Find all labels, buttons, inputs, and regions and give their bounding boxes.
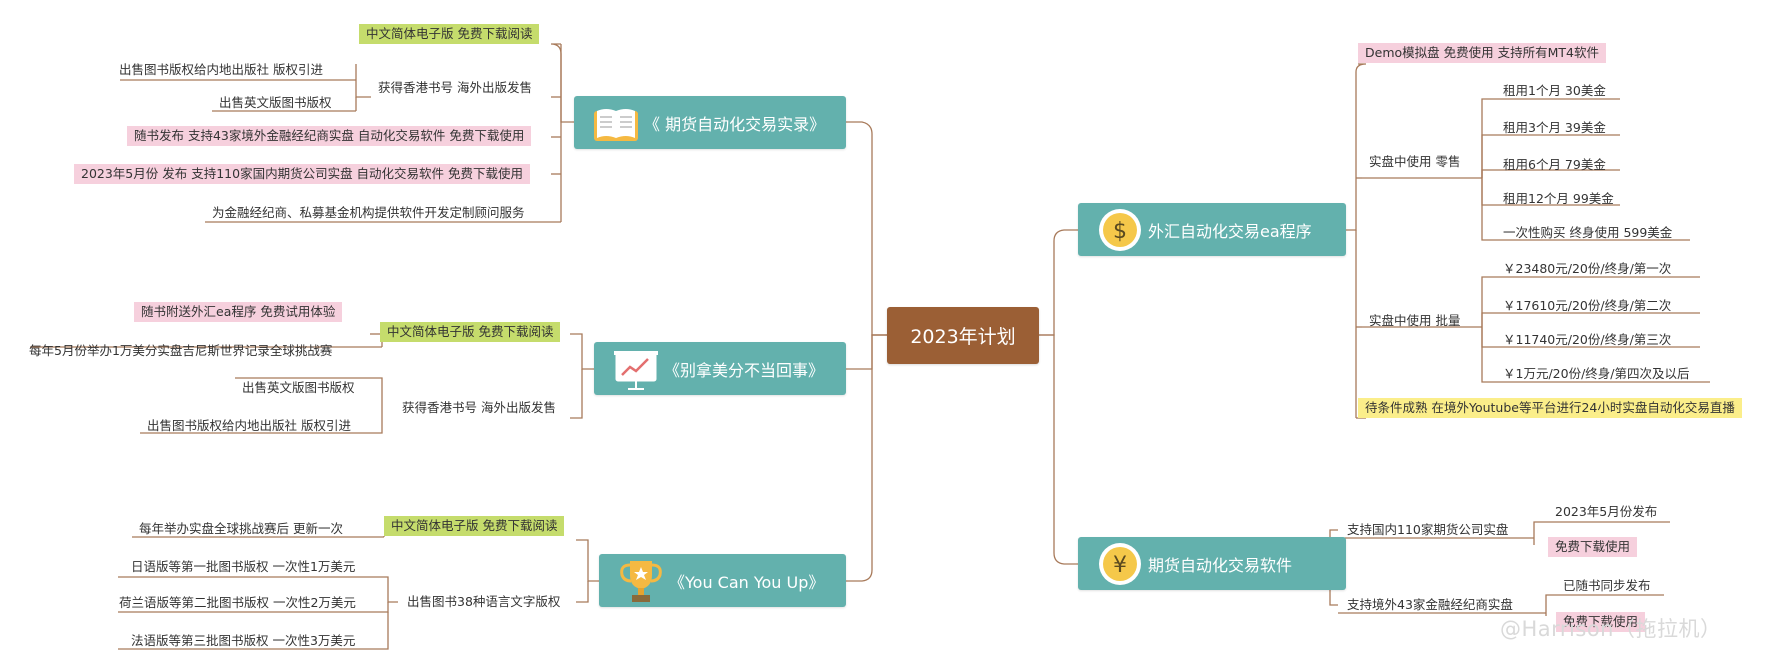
- futures-o2[interactable]: 免费下载使用: [1556, 612, 1646, 632]
- forex-demo[interactable]: Demo模拟盘 免费使用 支持所有MT4软件: [1358, 43, 1606, 63]
- forex-b1[interactable]: ￥23480元/20份/终身/第一次: [1503, 261, 1672, 276]
- forex-b3[interactable]: ￥11740元/20份/终身/第三次: [1503, 332, 1672, 347]
- forex-b2[interactable]: ￥17610元/20份/终身/第二次: [1503, 298, 1672, 313]
- presentation-chart-icon: [612, 345, 660, 393]
- connector-root-book1: [846, 121, 887, 336]
- book3-lang2[interactable]: 荷兰语版等第二批图书版权 一次性2万美元: [119, 595, 356, 610]
- book1-consult[interactable]: 为金融经纪商、私募基金机构提供软件开发定制顾问服务: [212, 205, 525, 220]
- book2-hk-sub1[interactable]: 出售英文版图书版权: [242, 380, 355, 395]
- branch-book-you-can[interactable]: 《You Can You Up》: [599, 554, 846, 607]
- forex-b4[interactable]: ￥1万元/20份/终身/第四次及以后: [1503, 366, 1690, 381]
- forex-live[interactable]: 待条件成熟 在境外Youtube等平台进行24小时实盘自动化交易直播: [1358, 398, 1742, 418]
- branch-futures-software[interactable]: ¥ 期货自动化交易软件: [1078, 537, 1346, 590]
- connector-root-forex: [1039, 229, 1078, 336]
- svg-text:$: $: [1113, 219, 1127, 244]
- book1-hk-sub2[interactable]: 出售英文版图书版权: [219, 95, 332, 110]
- book1-free-read[interactable]: 中文简体电子版 免费下载阅读: [359, 24, 540, 44]
- book2-free-read[interactable]: 中文简体电子版 免费下载阅读: [380, 322, 561, 342]
- forex-r3[interactable]: 租用6个月 79美金: [1503, 157, 1606, 172]
- book3-lang1[interactable]: 日语版等第一批图书版权 一次性1万美元: [131, 559, 356, 574]
- forex-r4[interactable]: 租用12个月 99美金: [1503, 191, 1614, 206]
- book1-release-43[interactable]: 随书发布 支持43家境外金融经纪商实盘 自动化交易软件 免费下载使用: [127, 126, 532, 146]
- book2-hk-sub2[interactable]: 出售图书版权给内地出版社 版权引进: [147, 418, 351, 433]
- svg-text:¥: ¥: [1113, 553, 1127, 578]
- branch-label: 《 期货自动化交易实录》: [644, 114, 826, 134]
- connector-root-book3: [846, 334, 887, 582]
- branch-label: 《You Can You Up》: [669, 572, 825, 592]
- futures-d2[interactable]: 免费下载使用: [1548, 537, 1638, 557]
- book1-release-110[interactable]: 2023年5月份 发布 支持110家国内期货公司实盘 自动化交易软件 免费下载使…: [74, 164, 531, 184]
- book1-hk-sub1[interactable]: 出售图书版权给内地出版社 版权引进: [119, 62, 323, 77]
- connector-root-book2: [846, 334, 887, 370]
- trophy-icon: [617, 557, 665, 605]
- book2-ea-gift[interactable]: 随书附送外汇ea程序 免费试用体验: [134, 302, 343, 322]
- branch-label: 外汇自动化交易ea程序: [1148, 221, 1312, 241]
- book1-hk-publish[interactable]: 获得香港书号 海外出版发售: [378, 80, 532, 95]
- futures-domestic[interactable]: 支持国内110家期货公司实盘: [1347, 522, 1509, 537]
- book-icon: [592, 99, 640, 147]
- forex-r2[interactable]: 租用3个月 39美金: [1503, 120, 1606, 135]
- yen-icon: ¥: [1096, 540, 1144, 588]
- branch-book-futures-record[interactable]: 《 期货自动化交易实录》: [574, 96, 846, 149]
- book3-langs[interactable]: 出售图书38种语言文字版权: [407, 594, 561, 609]
- watermark: @Harrison（拖拉机）: [1500, 617, 1722, 641]
- book2-challenge[interactable]: 每年5月份举办1万美分实盘吉尼斯世界记录全球挑战赛: [29, 343, 333, 358]
- book3-free-read[interactable]: 中文简体电子版 免费下载阅读: [384, 516, 565, 536]
- futures-overseas[interactable]: 支持境外43家金融经纪商实盘: [1347, 597, 1513, 612]
- dollar-icon: $: [1096, 206, 1144, 254]
- forex-r5[interactable]: 一次性购买 终身使用 599美金: [1503, 225, 1673, 240]
- futures-d1[interactable]: 2023年5月份发布: [1555, 504, 1658, 519]
- branch-book-cents[interactable]: 《别拿美分不当回事》: [594, 342, 846, 395]
- forex-retail[interactable]: 实盘中使用 零售: [1369, 154, 1461, 169]
- branch-label: 《别拿美分不当回事》: [664, 360, 825, 380]
- book2-hk-publish[interactable]: 获得香港书号 海外出版发售: [402, 400, 556, 415]
- branch-forex-ea[interactable]: $ 外汇自动化交易ea程序: [1078, 203, 1346, 256]
- book3-lang3[interactable]: 法语版等第三批图书版权 一次性3万美元: [131, 633, 356, 648]
- book3-update[interactable]: 每年举办实盘全球挑战赛后 更新一次: [139, 521, 343, 536]
- connector-root-futures: [1039, 334, 1078, 565]
- branch-label: 期货自动化交易软件: [1148, 555, 1293, 575]
- root-node[interactable]: 2023年计划: [887, 307, 1039, 364]
- futures-o1[interactable]: 已随书同步发布: [1563, 578, 1651, 593]
- forex-r1[interactable]: 租用1个月 30美金: [1503, 83, 1606, 98]
- forex-bulk[interactable]: 实盘中使用 批量: [1369, 313, 1461, 328]
